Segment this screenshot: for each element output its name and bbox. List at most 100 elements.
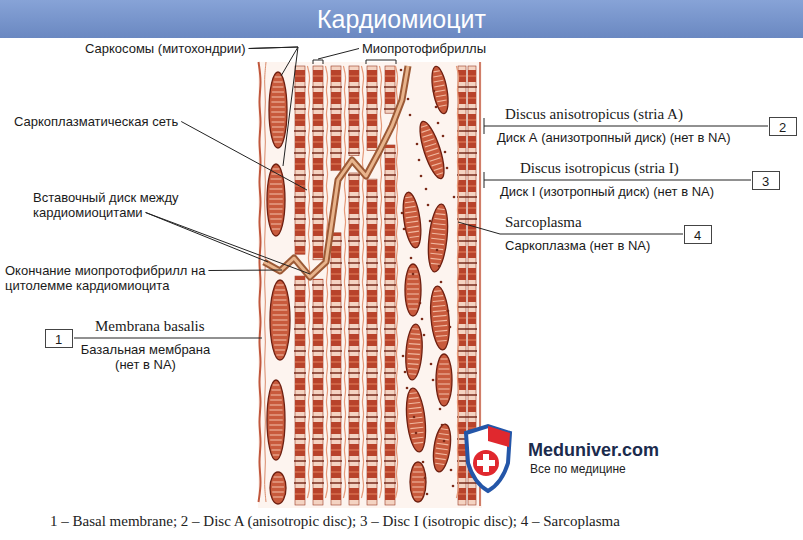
crista [274, 339, 287, 340]
crista [272, 491, 284, 492]
mitochondrion-body [436, 354, 452, 406]
z-line [467, 108, 477, 109]
h-zone [313, 361, 323, 362]
leader-line [208, 270, 282, 272]
crista [408, 348, 420, 350]
h-zone [313, 207, 323, 208]
crista [272, 389, 281, 390]
mitochondrion-body [410, 462, 426, 502]
z-line [294, 482, 306, 483]
h-zone [331, 97, 341, 98]
z-line [294, 196, 306, 197]
h-zone [385, 163, 395, 164]
crista [414, 442, 423, 444]
h-zone [295, 119, 305, 120]
crista [409, 407, 421, 408]
h-zone [458, 493, 466, 494]
h-zone [458, 251, 466, 252]
a-band [367, 92, 377, 104]
a-band [367, 70, 377, 82]
a-band [313, 114, 323, 126]
mitochondrion [267, 164, 285, 236]
a-band [385, 202, 395, 214]
z-line [366, 130, 378, 131]
structure-label: Вставочный диск между кардиомиоцитами [33, 190, 223, 220]
h-zone [367, 295, 377, 296]
z-line [467, 218, 477, 219]
h-zone [313, 185, 323, 186]
mitochondrion-body [428, 285, 452, 350]
glycogen-granule [444, 151, 447, 154]
h-zone [367, 449, 377, 450]
a-band [313, 158, 323, 170]
crista [274, 299, 287, 300]
a-band [331, 488, 341, 500]
crista [273, 86, 284, 87]
h-zone [385, 75, 395, 76]
leader-line [484, 180, 751, 181]
basal-membrane [259, 62, 261, 502]
crista [270, 404, 283, 405]
a-band [458, 400, 466, 412]
z-line [348, 328, 360, 329]
a-band [295, 400, 305, 412]
z-line [294, 350, 306, 351]
glycogen-granule [419, 302, 422, 305]
a-band [385, 488, 395, 500]
callout-number: 4 [685, 227, 710, 244]
z-line [312, 174, 324, 175]
z-line [312, 438, 324, 439]
z-line [457, 86, 467, 87]
h-zone [385, 229, 395, 230]
h-zone [295, 339, 305, 340]
logo-cross [477, 454, 495, 472]
h-zone [385, 427, 395, 428]
crista [408, 231, 419, 233]
crista [273, 454, 280, 455]
glycogen-granule [418, 159, 421, 162]
h-zone [295, 229, 305, 230]
crista [433, 300, 444, 302]
crista [271, 116, 284, 117]
crista [436, 335, 447, 337]
crista [411, 432, 423, 433]
a-band [331, 444, 341, 456]
russian-term: Базальная мембрана (нет в NA) [78, 342, 213, 372]
a-band [385, 246, 395, 258]
z-line [330, 328, 342, 329]
h-zone [295, 361, 305, 362]
a-band [349, 444, 359, 456]
h-zone [313, 229, 323, 230]
a-band [458, 246, 466, 258]
myofibril-core [313, 66, 323, 260]
crista [270, 434, 283, 435]
h-zone [349, 229, 359, 230]
z-line [294, 394, 306, 395]
z-line [312, 372, 324, 373]
a-band [349, 378, 359, 390]
glycogen-granule [436, 249, 439, 252]
z-line [294, 416, 306, 417]
crista [432, 228, 445, 229]
crista [421, 125, 427, 127]
h-zone [331, 251, 341, 252]
z-line [312, 218, 324, 219]
crista [269, 198, 282, 199]
z-line [366, 86, 378, 87]
crista [271, 106, 284, 107]
h-zone [331, 405, 341, 406]
myofibril-core [385, 145, 395, 505]
z-line [467, 372, 477, 373]
h-zone [331, 163, 341, 164]
h-zone [295, 471, 305, 472]
a-band [458, 136, 466, 148]
a-band [367, 378, 377, 390]
h-zone [385, 97, 395, 98]
h-zone [468, 75, 476, 76]
crista [273, 496, 283, 497]
crista [406, 216, 418, 218]
z-line [467, 284, 477, 285]
crista [412, 437, 423, 438]
z-line [467, 174, 477, 175]
z-line [467, 240, 477, 241]
